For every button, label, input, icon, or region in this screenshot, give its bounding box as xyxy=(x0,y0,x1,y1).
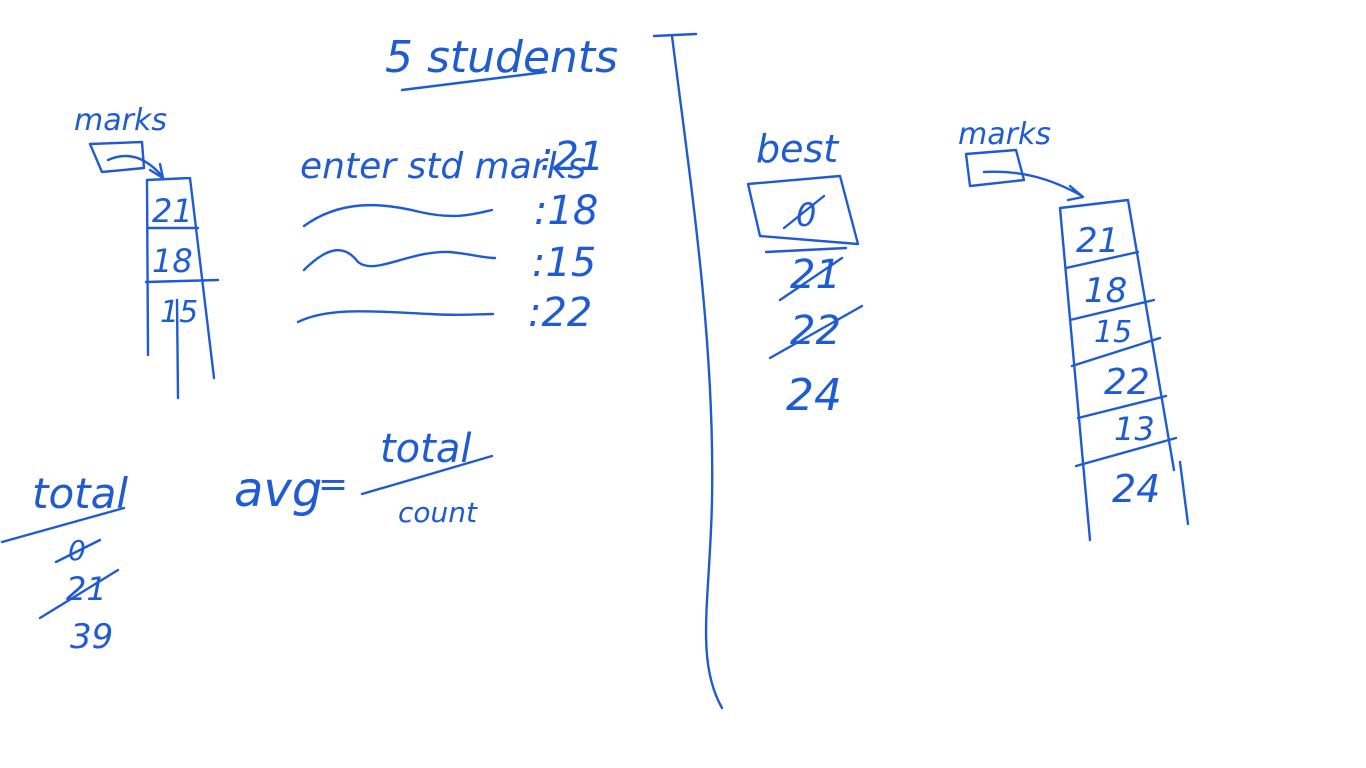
title: 5 students xyxy=(385,32,618,83)
total-value-2: 39 xyxy=(70,617,113,657)
input-squiggle-2 xyxy=(302,248,497,272)
best-strike-1 xyxy=(764,246,848,302)
best-name: best xyxy=(756,127,840,171)
best-box xyxy=(746,174,860,246)
right-array-divider-1 xyxy=(1064,250,1140,270)
avg-numerator: total xyxy=(380,426,471,472)
left-array-extra-line xyxy=(175,298,180,400)
right-array-cell-1: 18 xyxy=(1084,271,1127,311)
right-array-name: marks xyxy=(958,117,1051,152)
input-squiggle-3 xyxy=(296,310,495,324)
right-array-cell-4: 13 xyxy=(1114,410,1155,448)
right-array-pointer-arrow xyxy=(982,170,1085,202)
title-underline xyxy=(400,70,548,92)
input-value-2: :15 xyxy=(532,240,596,286)
right-array-cell-5: 24 xyxy=(1112,467,1160,511)
total-strike-1 xyxy=(38,568,120,620)
best-strike-0 xyxy=(782,194,826,230)
total-strike-0 xyxy=(54,538,102,564)
left-array-cell-2: 15 xyxy=(160,295,198,330)
right-array-end-mark xyxy=(1178,460,1190,526)
input-value-3: :22 xyxy=(528,290,592,336)
vertical-divider xyxy=(652,32,724,710)
input-value-1: :18 xyxy=(534,188,598,234)
right-array-divider-3 xyxy=(1070,336,1162,368)
left-array-pointer-arrow xyxy=(106,154,165,180)
right-array-divider-5 xyxy=(1074,436,1178,468)
avg-equals: = xyxy=(318,464,348,505)
avg-denominator: count xyxy=(398,496,478,529)
right-array-divider-4 xyxy=(1076,394,1168,420)
right-array-frame xyxy=(1058,198,1176,542)
right-array-cell-3: 22 xyxy=(1104,362,1150,403)
right-array-divider-2 xyxy=(1068,298,1156,322)
right-array-pointer-box xyxy=(964,148,1026,188)
best-strike-2 xyxy=(768,304,864,360)
left-array-divider-2 xyxy=(144,278,220,284)
total-underline xyxy=(0,506,126,544)
avg-label: avg xyxy=(234,462,322,518)
left-array-pointer-box xyxy=(88,140,146,174)
left-array-frame xyxy=(145,176,216,380)
best-value-3: 24 xyxy=(786,370,842,421)
right-array-cell-0: 21 xyxy=(1076,221,1119,261)
left-array-name: marks xyxy=(74,103,167,138)
total-name: total xyxy=(32,469,128,518)
avg-fraction-bar xyxy=(360,454,494,496)
left-array-cell-0: 21 xyxy=(152,192,193,230)
right-array-cell-2: 15 xyxy=(1094,315,1132,350)
input-prompt-label: enter std marks xyxy=(300,146,586,187)
left-array-cell-1: 18 xyxy=(152,242,193,280)
input-squiggle-1 xyxy=(302,203,494,228)
input-value-0: :21 xyxy=(540,134,604,180)
